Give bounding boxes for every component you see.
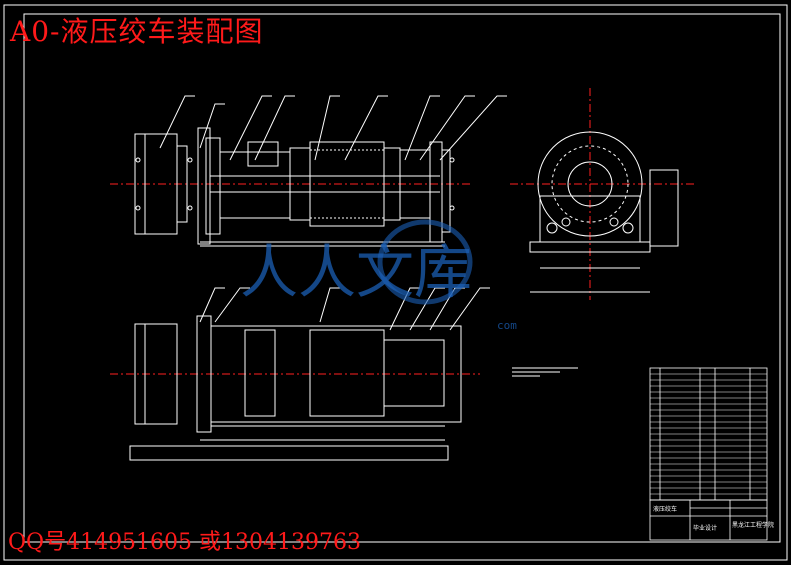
title-block <box>649 499 768 541</box>
title-block-school: 黑龙江工程学院 <box>732 521 774 529</box>
side-view <box>510 88 695 300</box>
drawing-title: A0-液压绞车装配图 <box>10 15 264 48</box>
outer-border <box>3 4 788 561</box>
watermark-brand: 人人文库 <box>240 238 472 306</box>
watermark-ring <box>377 219 473 305</box>
title-block-name: 液压绞车 <box>653 505 677 513</box>
parts-list-rows <box>650 373 767 495</box>
inner-frame <box>23 13 781 543</box>
title-block-design: 毕业设计 <box>693 524 717 532</box>
top-section-view <box>110 95 507 247</box>
watermark-domain: com <box>497 319 517 332</box>
bottom-view <box>110 287 490 461</box>
watermark: 人人文库 com <box>240 219 517 332</box>
contact-line: QQ号414951605 或1304139763 <box>8 530 362 555</box>
tech-notes <box>512 367 578 377</box>
